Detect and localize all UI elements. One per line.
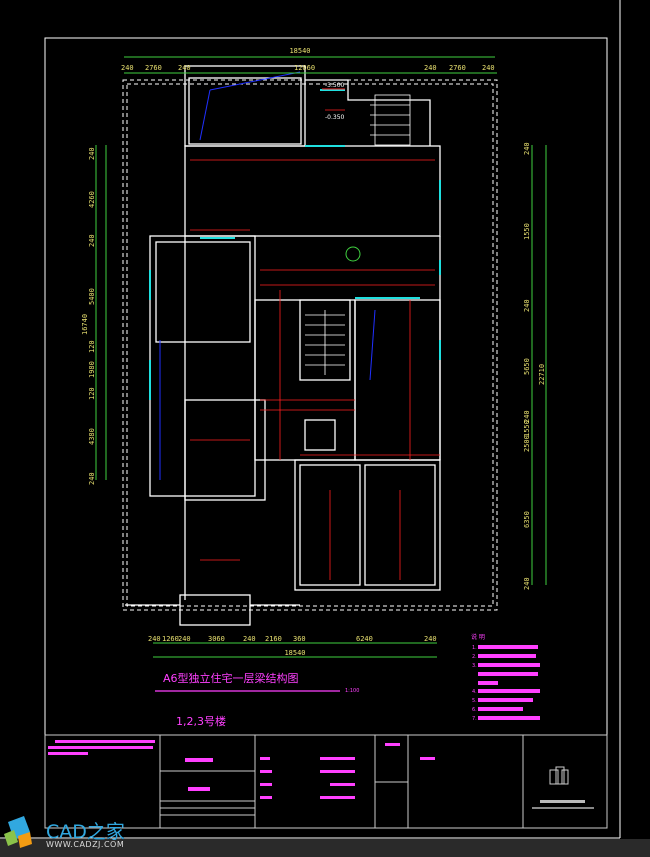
- dimension-lines: [95, 56, 547, 658]
- watermark-brand: CAD之家: [46, 821, 125, 843]
- building-walls: [125, 65, 441, 626]
- dim-text: 1550: [523, 420, 531, 437]
- dim-text: 2160: [265, 635, 282, 643]
- company-name-en-text: [532, 807, 594, 809]
- dim-text: 240: [88, 234, 96, 247]
- dim-top-total: 18540: [289, 47, 310, 55]
- dim-text: 2760: [449, 64, 466, 72]
- dim-text: 240: [243, 635, 256, 643]
- dim-text: 6240: [356, 635, 373, 643]
- dim-right-total: 22710: [538, 364, 546, 385]
- dim-text: 240: [523, 577, 531, 590]
- dim-text: 240: [148, 635, 161, 643]
- dim-text: 5400: [88, 288, 96, 305]
- dim-text: 4380: [88, 428, 96, 445]
- dim-text: 6350: [523, 511, 531, 528]
- dim-text: 240: [424, 64, 437, 72]
- notes-block: 说 明 1. 2. 3. 4. 5. 6. 7.: [471, 633, 540, 722]
- site-boundary-inner: [126, 83, 494, 607]
- note-item: 1.: [472, 645, 477, 651]
- dim-text: 2760: [145, 64, 162, 72]
- dim-text: 120: [88, 340, 96, 353]
- dim-top-row: 240 2760 240 12060 240 2760 240: [121, 64, 495, 72]
- dim-bottom-total: 18540: [284, 649, 305, 657]
- dim-left-total: 16740: [81, 314, 89, 335]
- dim-text: 240: [523, 299, 531, 312]
- note-item: 2.: [472, 654, 477, 660]
- dim-right-col: 240 1550 240 5650 240 2500 1550 6350 240…: [523, 142, 546, 590]
- beams: [190, 109, 440, 580]
- watermark-url: WWW.CADZJ.COM: [46, 840, 125, 849]
- notes-heading: 说 明: [471, 633, 485, 641]
- dim-text: 1550: [523, 223, 531, 240]
- dim-bottom-row: 240 1260 240 3060 240 2160 360 6240 240: [148, 635, 437, 643]
- site-boundary: [122, 79, 498, 611]
- windows: [149, 89, 441, 400]
- note-item: 6.: [472, 707, 477, 713]
- dim-text: 240: [178, 635, 191, 643]
- dim-text: 240: [88, 472, 96, 485]
- dim-text: 240: [482, 64, 495, 72]
- footer-bar: [0, 839, 650, 857]
- company-logo: [549, 766, 569, 785]
- dim-text: 120: [88, 387, 96, 400]
- dim-text: 12060: [294, 64, 315, 72]
- elevation-label: -0.350: [325, 114, 345, 121]
- company-name-text: [540, 800, 585, 803]
- dim-text: 240: [88, 147, 96, 160]
- scale-note: 1:100: [345, 688, 359, 694]
- note-item: 7.: [472, 716, 477, 722]
- dim-text: 240: [178, 64, 191, 72]
- dim-text: 360: [293, 635, 306, 643]
- dim-text: 240: [121, 64, 134, 72]
- dim-text: 1980: [88, 361, 96, 378]
- blue-lines: [159, 71, 376, 480]
- drawing-title: A6型独立住宅一层梁结构图: [163, 671, 299, 685]
- dim-text: 240: [523, 142, 531, 155]
- dim-text: 240: [523, 410, 531, 423]
- dim-text: 2500: [523, 435, 531, 452]
- dim-left-col: 240 4260 240 5400 120 1980 120 4380 240 …: [81, 147, 96, 485]
- cadzj-logo-icon: [4, 816, 32, 848]
- staircase: [305, 94, 411, 375]
- drawing-subtitle: 1,2,3号楼: [176, 714, 226, 728]
- title-block-text: [48, 740, 435, 799]
- dim-text: 1260: [162, 635, 179, 643]
- axis-bubble: [345, 246, 361, 262]
- elevation-label: -3.500: [325, 82, 345, 89]
- note-item: 3.: [472, 663, 477, 669]
- dim-text: 4260: [88, 191, 96, 208]
- dim-text: 3060: [208, 635, 225, 643]
- note-item: 4.: [472, 689, 477, 695]
- dim-text: 240: [424, 635, 437, 643]
- note-item: 5.: [472, 698, 477, 704]
- title-block: [44, 734, 608, 829]
- dim-text: 5650: [523, 358, 531, 375]
